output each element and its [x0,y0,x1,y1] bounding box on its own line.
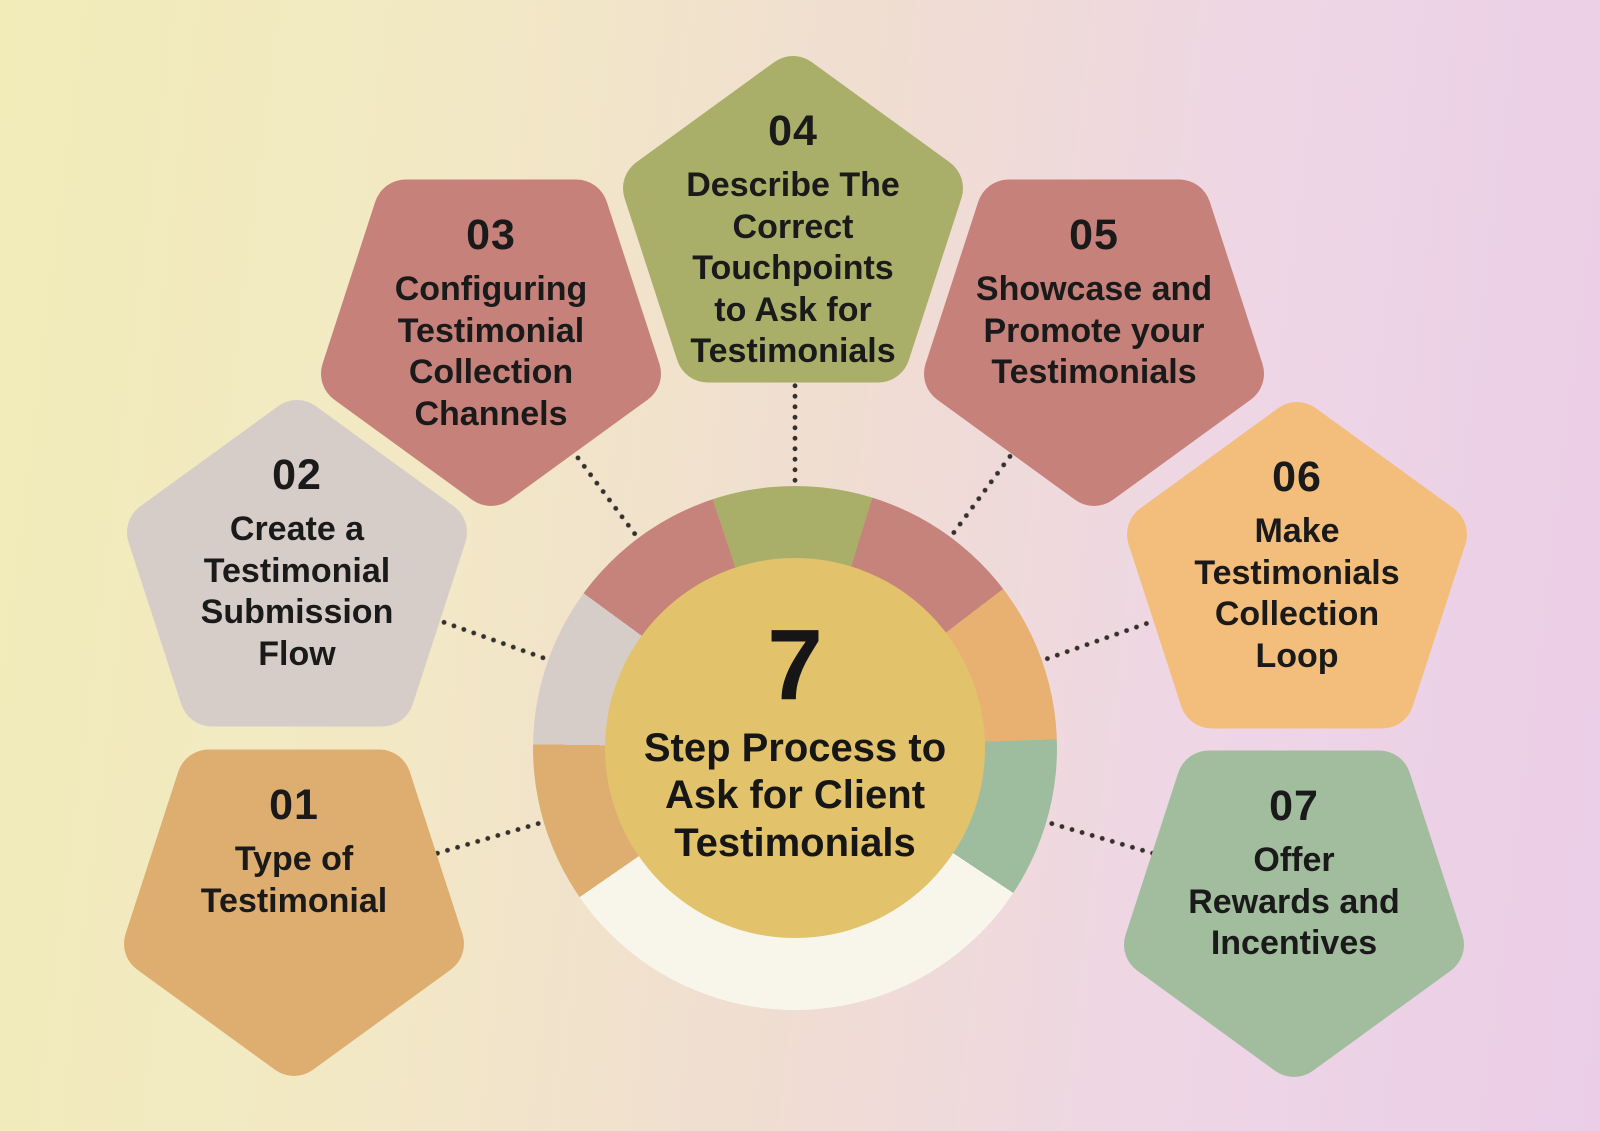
pentagon-shape [321,179,661,506]
step-number: 01 [269,781,319,829]
step-card-content: 03 Configuring Testimonial Collection Ch… [321,174,661,506]
step-title: Type of Testimonial [200,840,388,920]
step-card-content: 06 Make Testimonials Collection Loop [1127,402,1467,734]
step-number: 07 [1269,782,1319,830]
step-title: Offer Rewards and Incentives [1188,841,1400,963]
segment-ring: 7 Step Process to Ask for Client Testimo… [533,486,1057,1010]
step-card-04: 04 Describe The Correct Touchpoints to A… [623,56,963,388]
step-card-07: 07 Offer Rewards and Incentives [1124,745,1464,1077]
step-card-content: 04 Describe The Correct Touchpoints to A… [623,56,963,388]
pentagon-shape [924,179,1264,506]
pentagon-shape [127,400,467,727]
step-card-03: 03 Configuring Testimonial Collection Ch… [321,174,661,506]
center-number: 7 [767,609,823,722]
step-title: Showcase and Promote your Testimonials [975,270,1213,392]
step-card-content: 02 Create a Testimonial Submission Flow [127,400,467,732]
step-title: Create a Testimonial Submission Flow [200,510,394,673]
step-number: 03 [466,211,516,259]
pentagon-shape [124,749,464,1076]
center-subtitle: Step Process to Ask for Client Testimoni… [643,726,947,865]
step-title: Configuring Testimonial Collection Chann… [394,270,588,433]
step-number: 05 [1069,211,1119,259]
step-card-01: 01 Type of Testimonial [124,744,464,1076]
step-number: 06 [1272,453,1322,501]
step-card-02: 02 Create a Testimonial Submission Flow [127,400,467,732]
step-number: 04 [768,107,818,155]
center-circle: 7 Step Process to Ask for Client Testimo… [605,558,985,938]
step-title: Make Testimonials Collection Loop [1194,512,1400,675]
step-number: 02 [272,451,322,499]
step-card-06: 06 Make Testimonials Collection Loop [1127,402,1467,734]
step-card-content: 05 Showcase and Promote your Testimonial… [924,174,1264,506]
pentagon-shape [1127,402,1467,729]
step-card-05: 05 Showcase and Promote your Testimonial… [924,174,1264,506]
pentagon-shape [623,56,963,383]
step-title: Describe The Correct Touchpoints to Ask … [686,166,900,371]
step-card-content: 07 Offer Rewards and Incentives [1124,745,1464,1077]
step-card-content: 01 Type of Testimonial [124,744,464,1076]
pentagon-shape [1124,750,1464,1077]
